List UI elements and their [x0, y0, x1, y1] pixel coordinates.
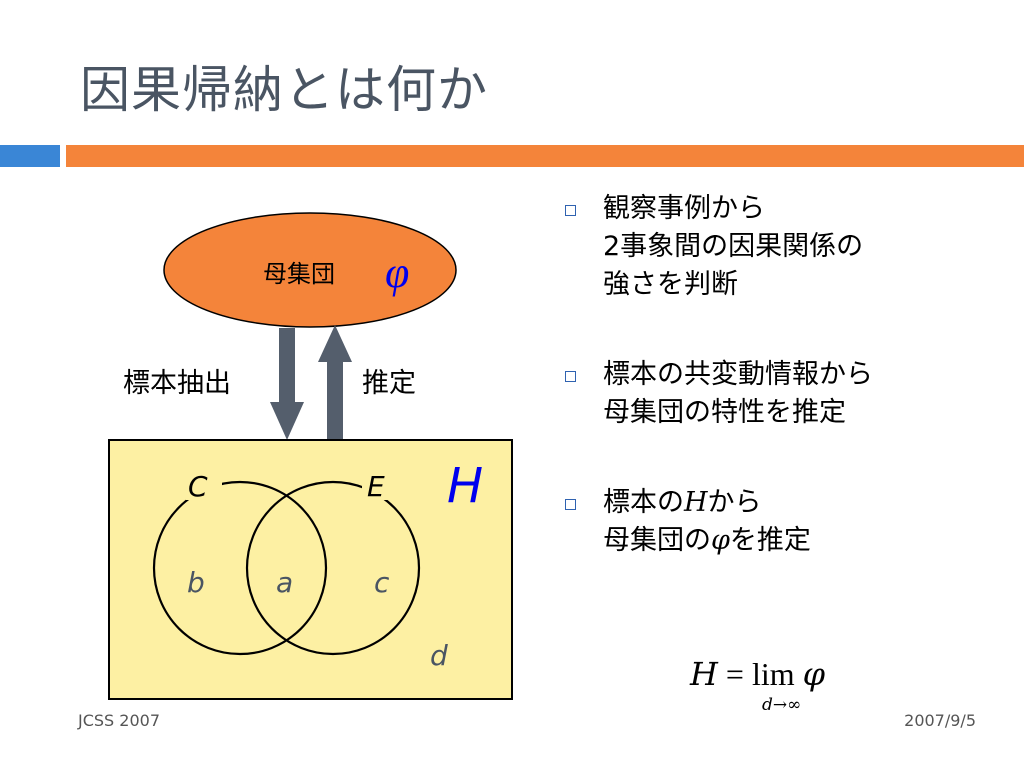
bullet-line: 母集団の特性を推定	[603, 397, 846, 428]
sample-symbol: H	[447, 458, 483, 514]
slide-title: 因果帰納とは何か	[80, 61, 488, 119]
bullet-item: 標本の共変動情報から 母集団の特性を推定	[565, 356, 1005, 432]
formula-equals: =	[725, 656, 744, 692]
estimation-arrow	[318, 325, 352, 440]
bullet-list: 観察事例から 2事象間の因果関係の 強さを判断 標本の共変動情報から 母集団の特…	[565, 190, 1005, 612]
arrow-down-label: 標本抽出	[123, 368, 231, 399]
bullet-line: 観察事例から	[603, 193, 765, 224]
formula-rhs: φ	[802, 655, 826, 693]
title-underline-blue	[0, 145, 60, 167]
region-a-label: a	[276, 566, 293, 599]
population-ellipse	[163, 212, 457, 328]
arrow-up-label: 推定	[362, 368, 416, 399]
circle-c	[152, 480, 328, 656]
bullet-line: 母集団のφを推定	[603, 525, 811, 556]
circle-e-label: E	[367, 470, 385, 503]
sampling-arrow	[270, 328, 304, 440]
bullet-line: 2事象間の因果関係の	[603, 231, 864, 262]
footer-date: 2007/9/5	[904, 711, 976, 730]
region-b-label: b	[187, 566, 205, 599]
region-c-label: c	[374, 566, 390, 599]
formula-lim: lim	[751, 656, 795, 692]
formula-lhs: H	[690, 655, 718, 693]
footer-conference: JCSS 2007	[78, 711, 161, 730]
bullet-item: 標本のHから 母集団のφを推定	[565, 484, 1005, 560]
bullet-line: 強さを判断	[603, 269, 738, 300]
limit-formula: H = lim φ d→∞	[690, 655, 826, 715]
population-symbol: φ	[385, 248, 409, 297]
bullet-square-icon	[565, 499, 576, 510]
circle-c-label: C	[188, 470, 208, 503]
bullet-item: 観察事例から 2事象間の因果関係の 強さを判断	[565, 190, 1005, 304]
bullet-line: 標本のHから	[603, 487, 762, 518]
formula-subscript: d→∞	[762, 695, 802, 715]
sample-box	[108, 439, 513, 700]
region-d-label: d	[430, 639, 448, 672]
bullet-square-icon	[565, 371, 576, 382]
circle-e	[245, 480, 421, 656]
title-underline-orange	[66, 145, 1024, 167]
bullet-line: 標本の共変動情報から	[603, 359, 873, 390]
bullet-square-icon	[565, 205, 576, 216]
population-label: 母集団	[263, 260, 335, 288]
